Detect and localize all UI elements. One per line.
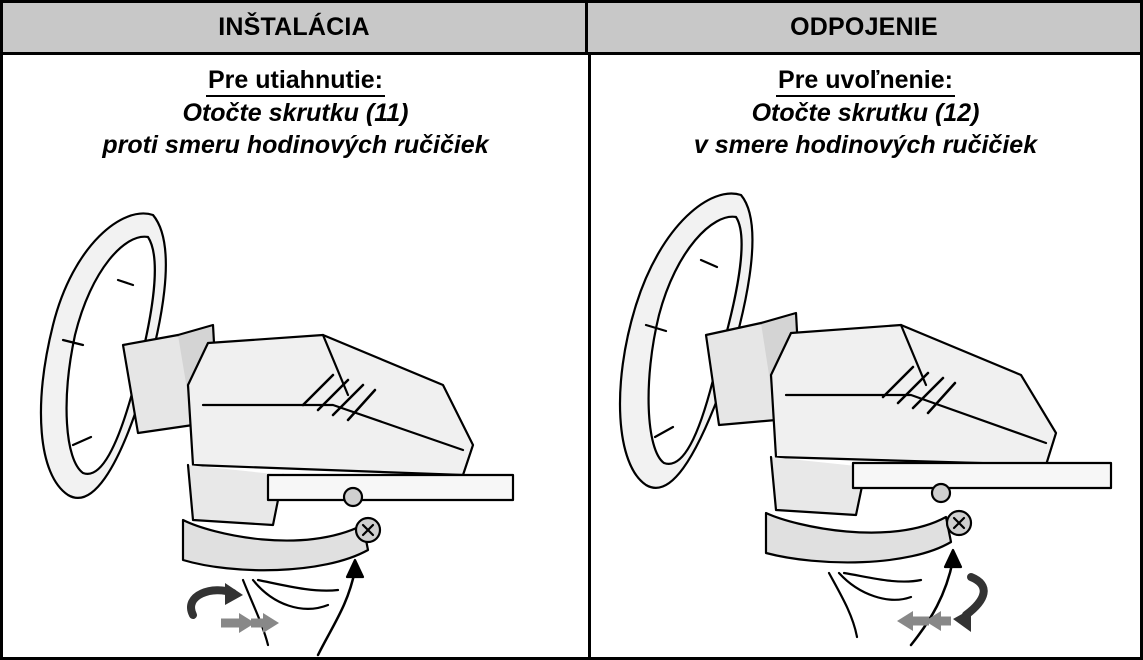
column-divider (588, 55, 591, 660)
installation-line-1: Otočte skrutku (11) (182, 99, 409, 127)
wheel-tighten-illustration (39, 212, 515, 657)
steering-wheel-icon (39, 212, 167, 499)
installation-caption: Pre utiahnutie: Otočte skrutku (11) prot… (3, 65, 588, 161)
detach-panel: Pre uvoľnenie: Otočte skrutku (12) v sme… (591, 55, 1140, 660)
detach-line-2: v smere hodinových ručičiek (693, 131, 1038, 159)
detach-line-1: Otočte skrutku (12) (751, 99, 980, 127)
detach-lead: Pre uvoľnenie: (776, 65, 955, 97)
detach-caption: Pre uvoľnenie: Otočte skrutku (12) v sme… (591, 65, 1140, 161)
rotation-arrow-icon (187, 583, 279, 633)
rotation-arrow-icon (897, 573, 988, 632)
installation-panel: Pre utiahnutie: Otočte skrutku (11) prot… (3, 55, 588, 660)
installation-header: INŠTALÁCIA (3, 3, 588, 52)
wheel-loosen-illustration (618, 192, 1113, 647)
table-header: INŠTALÁCIA ODPOJENIE (3, 3, 1140, 55)
detach-header: ODPOJENIE (588, 3, 1140, 52)
installation-line-2: proti smeru hodinových ručičiek (102, 131, 489, 159)
steering-wheel-icon (618, 192, 754, 489)
installation-lead: Pre utiahnutie: (205, 65, 385, 97)
